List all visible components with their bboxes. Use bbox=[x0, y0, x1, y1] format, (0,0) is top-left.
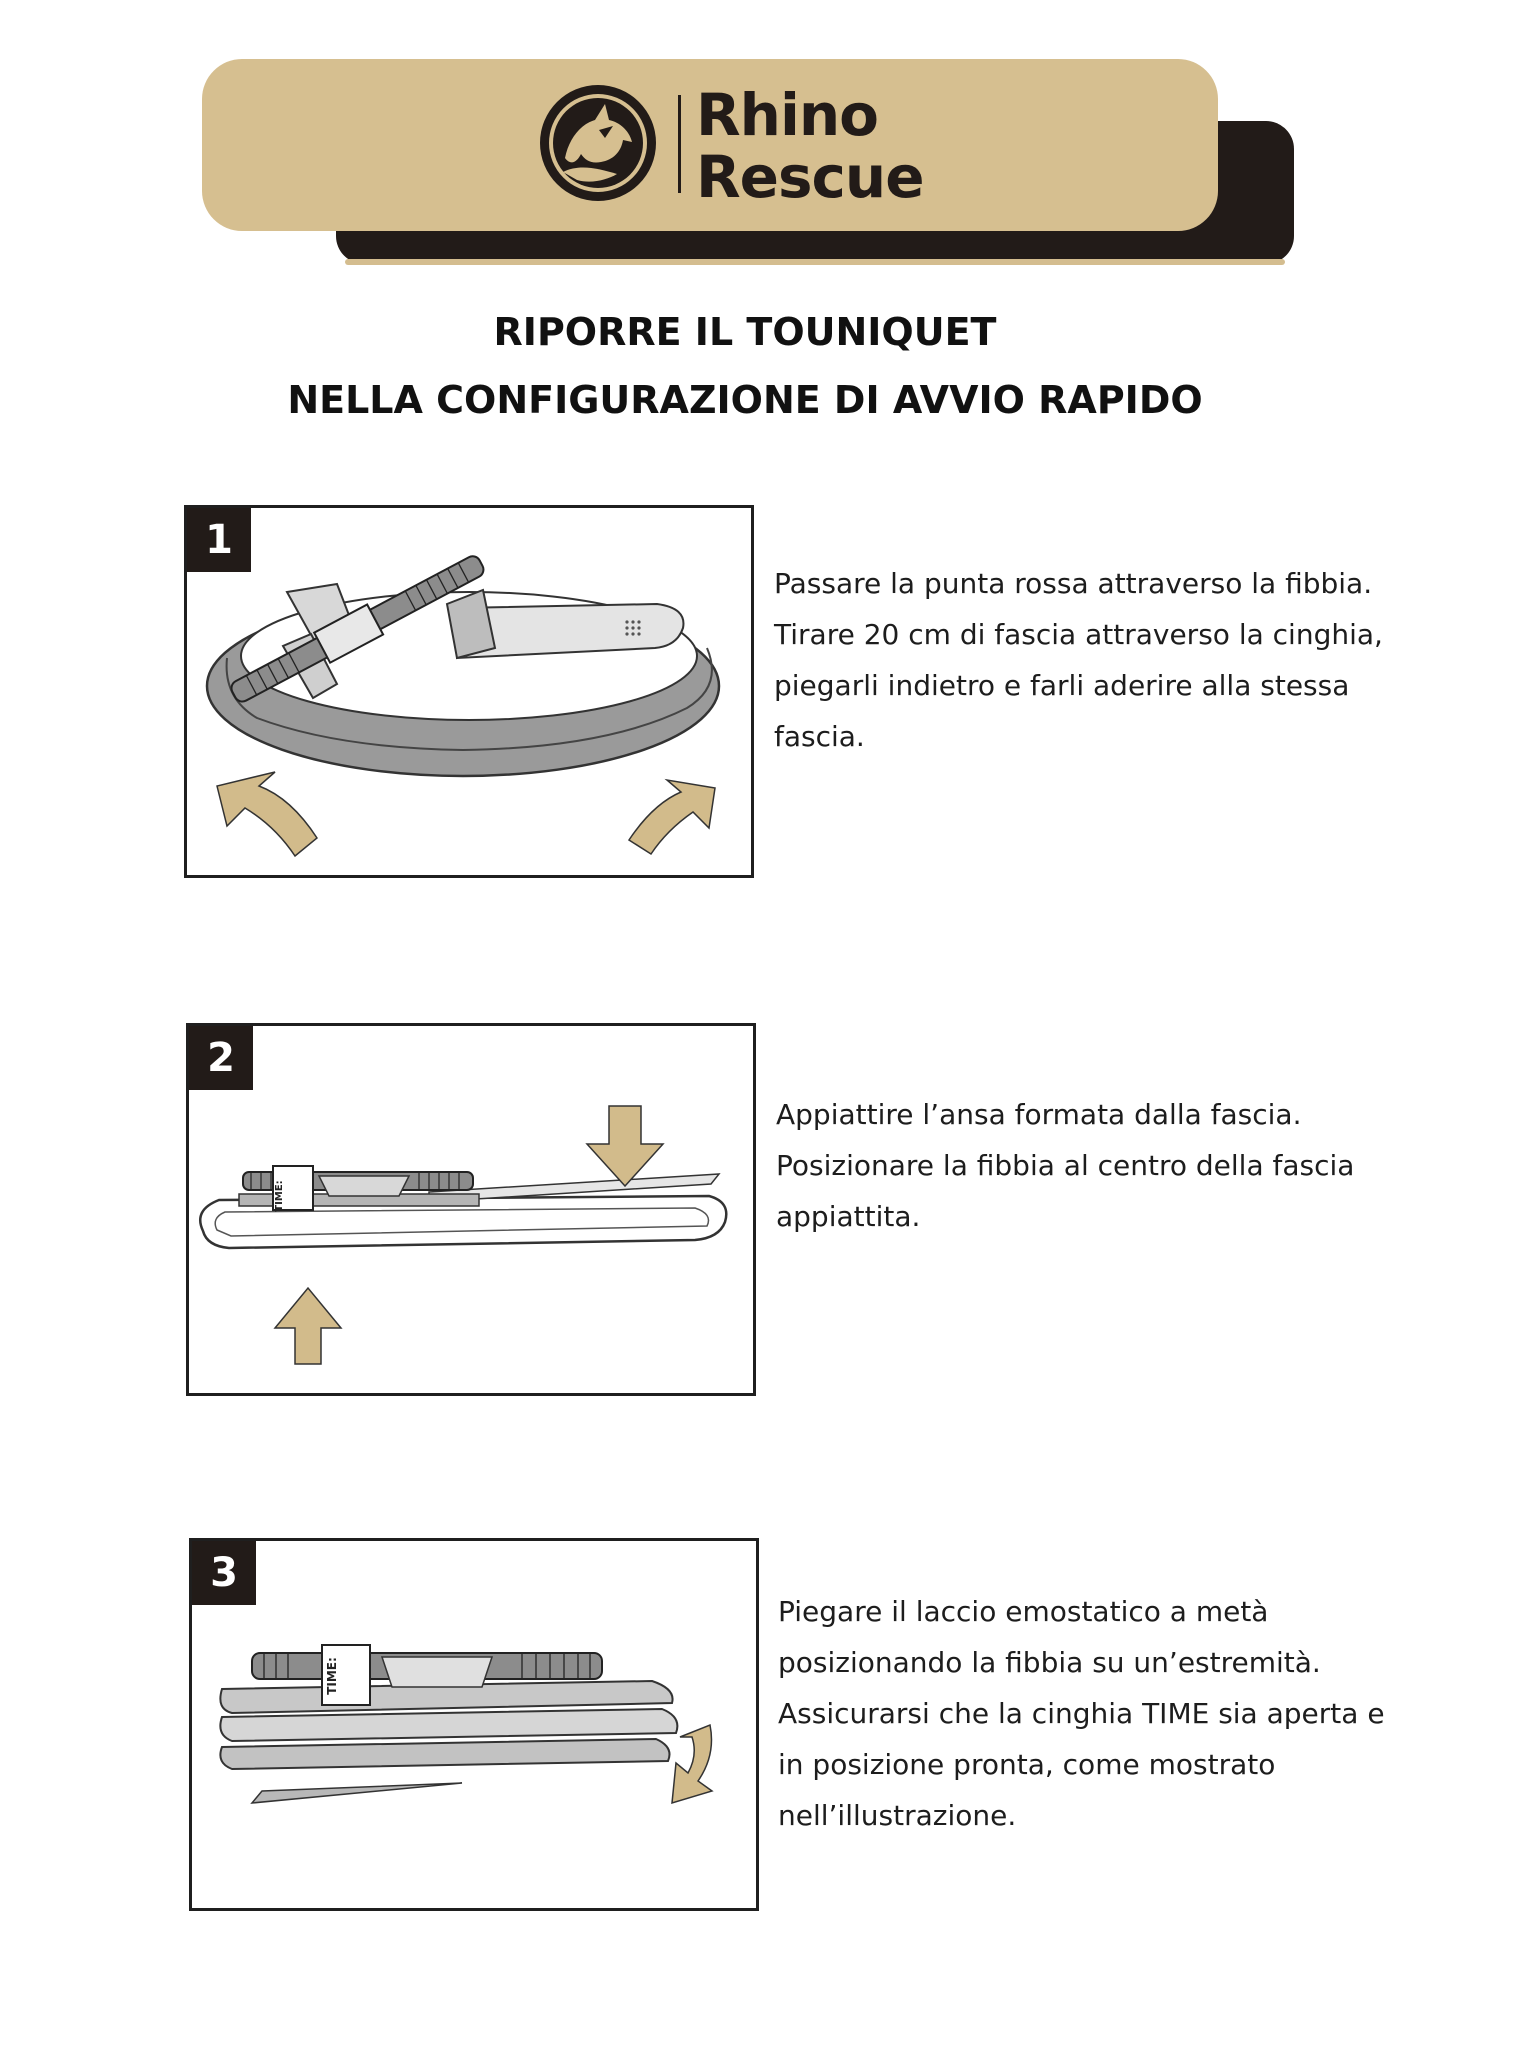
step-2-text: Appiattire l’ansa formata dalla fascia. … bbox=[776, 1089, 1396, 1242]
step-2-illustration bbox=[199, 1105, 728, 1365]
step-1-line: fascia. bbox=[774, 720, 865, 753]
step-1-line: Passare la punta rossa attraverso la fib… bbox=[774, 567, 1373, 600]
step-3-line: nell’illustrazione. bbox=[778, 1799, 1017, 1832]
banner-shadow-edge bbox=[345, 259, 1285, 265]
step-3-line: in posizione pronta, come mostrato bbox=[778, 1748, 1276, 1781]
step-3-text: Piegare il laccio emostatico a metà posi… bbox=[778, 1586, 1398, 1841]
step-1-number-badge: 1 bbox=[187, 508, 251, 572]
step-3-panel: TIME: 3 bbox=[189, 1538, 759, 1911]
step-2-time-label: TIME: bbox=[274, 1180, 285, 1212]
step-3-time-label: TIME: bbox=[325, 1657, 339, 1695]
step-1-panel: 1 bbox=[184, 505, 754, 878]
step-1-illustration bbox=[205, 555, 721, 858]
step-2-line: appiattita. bbox=[776, 1200, 921, 1233]
brand-name-line1: Rhino bbox=[696, 81, 879, 149]
step-2-line: Appiattire l’ansa formata dalla fascia. bbox=[776, 1098, 1302, 1131]
step-3-illustration bbox=[219, 1644, 714, 1805]
step-2-line: Posizionare la fibbia al centro della fa… bbox=[776, 1149, 1355, 1182]
page-title-line1: RIPORRE IL TOUNIQUET bbox=[493, 310, 997, 354]
brand-banner bbox=[202, 59, 1218, 231]
step-1-text: Passare la punta rossa attraverso la fib… bbox=[774, 558, 1394, 762]
rhino-logo-icon bbox=[540, 85, 656, 201]
step-2-number-badge: 2 bbox=[189, 1026, 253, 1090]
step-3-line: Piegare il laccio emostatico a metà bbox=[778, 1595, 1269, 1628]
step-3-line: posizionando la fibbia su un’estremità. bbox=[778, 1646, 1321, 1679]
logo-divider bbox=[678, 95, 681, 193]
page-title-line2: NELLA CONFIGURAZIONE DI AVVIO RAPIDO bbox=[287, 378, 1203, 422]
step-3-line: Assicurarsi che la cinghia TIME sia aper… bbox=[778, 1697, 1385, 1730]
step-3-number-badge: 3 bbox=[192, 1541, 256, 1605]
step-2-panel: TIME: 2 bbox=[186, 1023, 756, 1396]
step-1-line: Tirare 20 cm di fascia attraverso la cin… bbox=[774, 618, 1383, 651]
step-1-line: piegarli indietro e farli aderire alla s… bbox=[774, 669, 1350, 702]
brand-name-line2: Rescue bbox=[696, 143, 925, 211]
